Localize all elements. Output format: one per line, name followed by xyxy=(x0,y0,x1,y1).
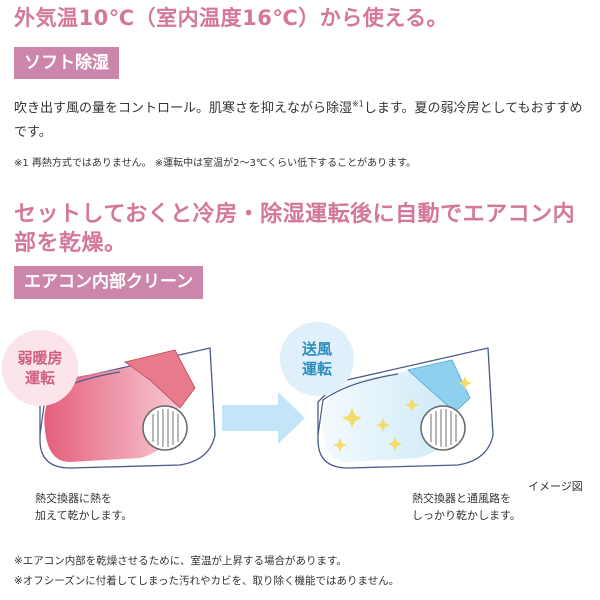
aircon-cool-illustration xyxy=(317,347,494,469)
footnote-soft-dehumidify: ※1 再熱方式ではありません。 ※運転中は室温が2～3℃くらい低下することがあり… xyxy=(14,158,417,169)
description-text-1: 吹き出す風の量をコントロール。肌寒さを抑えながら除湿 xyxy=(14,101,353,116)
bubble-fan-mode: 送風 運転 xyxy=(280,322,354,396)
label-internal-clean: エアコン内部クリーン xyxy=(14,266,204,299)
caption-cool-line1: 熱交換器と通風路を xyxy=(412,492,511,505)
label-soft-dehumidify: ソフト除湿 xyxy=(14,47,119,79)
caption-cool: 熱交換器と通風路を しっかり乾かします。 xyxy=(412,490,521,524)
soft-dehumidify-description: 吹き出す風の量をコントロール。肌寒さを抑えながら除湿※1します。夏の弱冷房として… xyxy=(14,97,589,145)
aircon-warm-illustration xyxy=(39,347,216,469)
caption-warm-line2: 加えて乾かします。 xyxy=(35,509,133,522)
aircon-illustration xyxy=(39,347,494,469)
footnote-marker: ※1 xyxy=(352,99,364,109)
heading-internal-clean: セットしておくと冷房・除湿運転後に自動でエアコン内部を乾燥。 xyxy=(14,202,576,256)
footnote-internal-clean-1: ※エアコン内部を乾燥させるために、室温が上昇する場合があります。 xyxy=(14,555,347,567)
caption-warm: 熱交換器に熱を 加えて乾かします。 xyxy=(35,490,132,524)
arrow-icon xyxy=(222,392,305,444)
caption-cool-line2: しっかり乾かします。 xyxy=(412,509,521,522)
bubble-fan-mode-line2: 運転 xyxy=(301,360,332,378)
bubble-weak-heating-line1: 弱暖房 xyxy=(17,349,63,367)
footnote-internal-clean-2: ※オフシーズンに付着してしまった汚れやカビを、取り除く機能ではありません。 xyxy=(14,575,400,587)
bubble-weak-heating-line2: 運転 xyxy=(24,369,55,387)
caption-warm-line1: 熱交換器に熱を xyxy=(35,492,112,505)
heading-soft-dehumidify: 外気温10℃（室内温度16℃）から使える。 xyxy=(14,6,449,30)
bubble-weak-heating: 弱暖房 運転 xyxy=(2,330,78,406)
description-text-2: します。夏の弱冷房としてもおすすめです。 xyxy=(14,101,583,140)
image-note: イメージ図 xyxy=(528,480,583,493)
bubble-fan-mode-line1: 送風 xyxy=(301,340,332,358)
